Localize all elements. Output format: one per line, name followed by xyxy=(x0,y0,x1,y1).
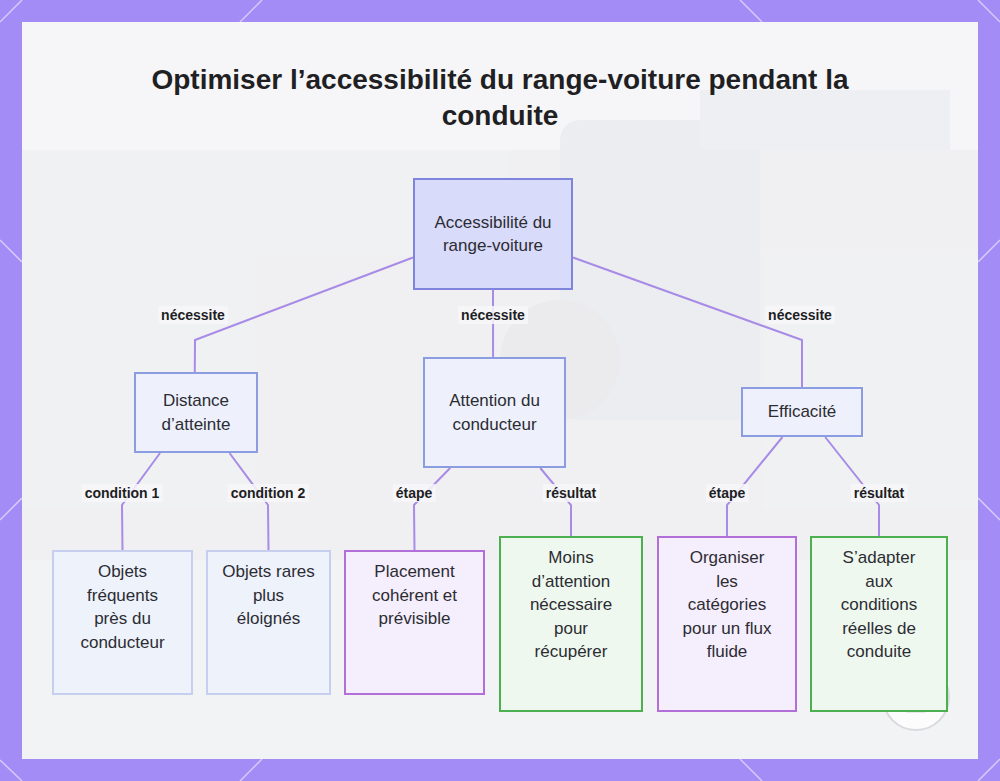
category-box: Efficacité xyxy=(741,387,863,437)
edge-label: étape xyxy=(706,484,749,502)
edge-label: nécessite xyxy=(765,306,835,324)
leaf-box: Objets fréquents près du conducteur xyxy=(52,550,193,695)
node-text: Accessibilité du range-voiture xyxy=(428,211,558,258)
connector xyxy=(414,468,450,550)
node-text: Attention du conducteur xyxy=(445,389,545,436)
node-text: Distance d’atteinte xyxy=(146,389,246,436)
node-text: Organiser les catégories pour un flux fl… xyxy=(681,546,773,664)
faded-photo xyxy=(22,90,978,759)
node-text: Placement cohérent et prévisible xyxy=(372,560,458,631)
leaf-box: S’adapter aux conditions réelles de cond… xyxy=(810,536,948,712)
diagram-title: Optimiser l’accessibilité du range-voitu… xyxy=(150,62,850,134)
edge-label: condition 2 xyxy=(228,484,309,502)
edge-label: résultat xyxy=(543,484,600,502)
edge-label: nécessite xyxy=(158,306,228,324)
card xyxy=(22,22,978,759)
connector xyxy=(540,468,571,536)
edge-label: résultat xyxy=(851,484,908,502)
category-box: Attention du conducteur xyxy=(423,357,566,468)
category-box: Distance d’atteinte xyxy=(134,372,258,453)
edge-label: condition 1 xyxy=(82,484,163,502)
leaf-box: Objets rares plus éloignés xyxy=(206,550,331,695)
leaf-box: Moins d’attention nécessaire pour récupé… xyxy=(499,536,643,712)
root-box: Accessibilité du range-voiture xyxy=(413,178,573,290)
leaf-box: Placement cohérent et prévisible xyxy=(344,550,485,695)
edge-label: étape xyxy=(393,484,436,502)
node-text: Moins d’attention nécessaire pour récupé… xyxy=(525,546,617,664)
leaf-box: Organiser les catégories pour un flux fl… xyxy=(657,536,797,712)
node-text: Efficacité xyxy=(768,400,837,424)
node-text: S’adapter aux conditions réelles de cond… xyxy=(836,546,922,664)
edge-label: nécessite xyxy=(458,306,528,324)
node-text: Objets rares plus éloignés xyxy=(221,560,317,631)
node-text: Objets fréquents près du conducteur xyxy=(77,560,169,654)
